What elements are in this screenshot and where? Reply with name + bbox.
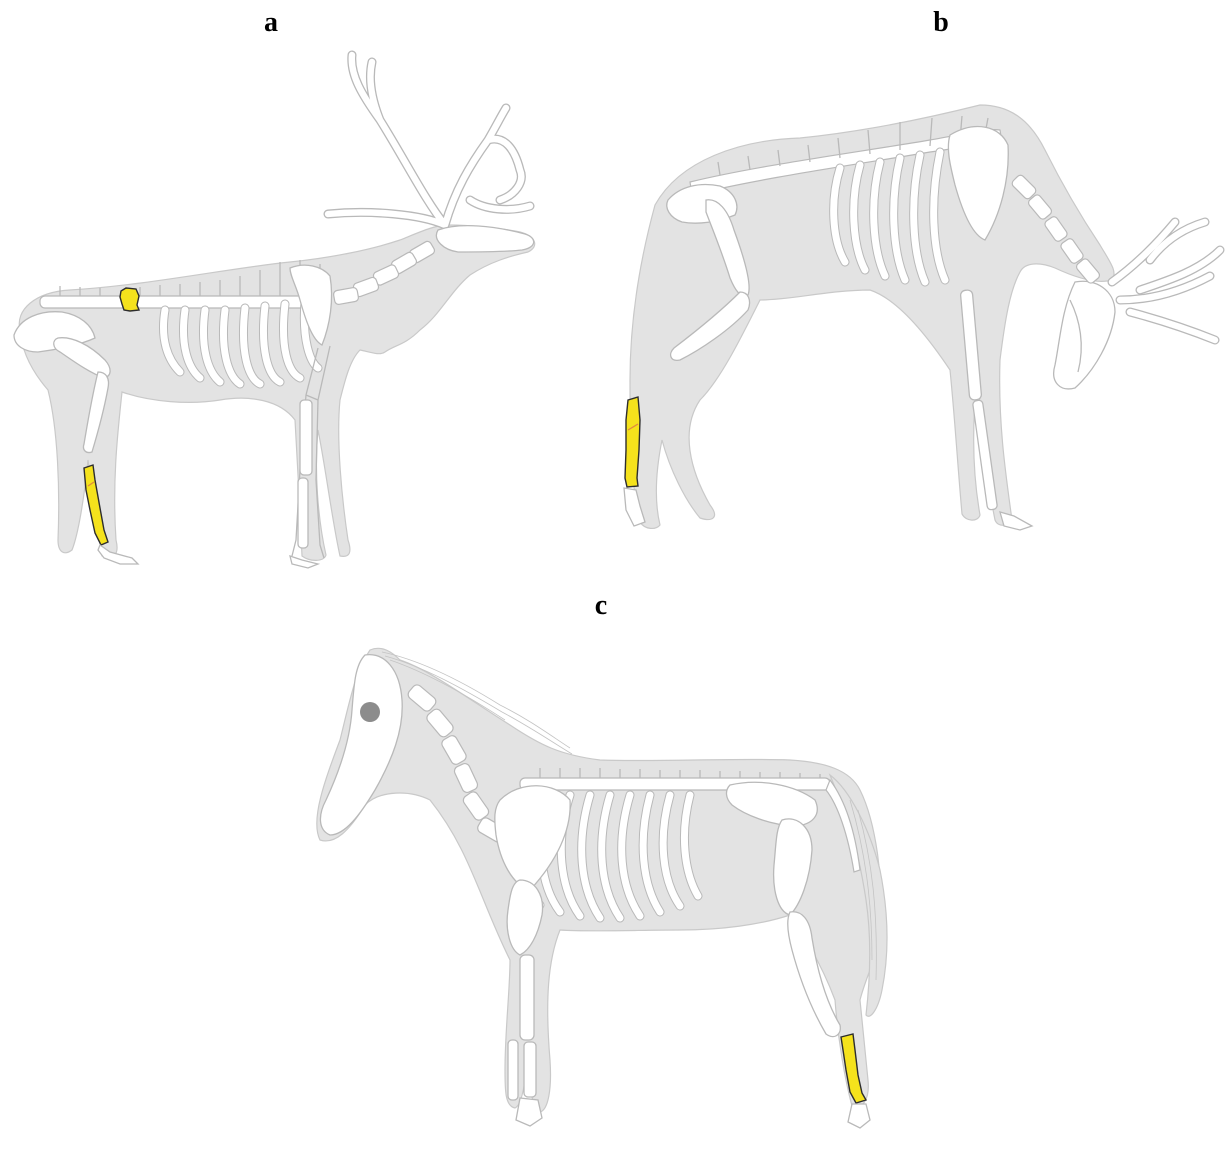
horse-fore-cannon (524, 1042, 536, 1097)
reindeer-fore-cannon (298, 478, 308, 548)
panel-label-a: a (264, 7, 278, 38)
reindeer-skull (436, 226, 533, 252)
moose-skeleton (624, 105, 1220, 530)
horse-hind-hoof (848, 1104, 870, 1128)
horse-skeleton (317, 648, 887, 1128)
moose-body-silhouette (630, 105, 1114, 528)
panel-label-b: b (933, 7, 949, 38)
panel-label-c: c (595, 590, 607, 621)
reindeer-hind-hoof (98, 545, 138, 564)
reindeer-fore-radius (300, 400, 312, 475)
horse-fore-leg-far (508, 1040, 518, 1100)
reindeer-highlighted-vertebra (120, 288, 139, 311)
horse-fore-hoof (516, 1098, 542, 1126)
moose-highlighted-metatarsal (625, 397, 640, 487)
horse-skull (320, 655, 402, 835)
reindeer-skeleton (14, 55, 535, 568)
horse-eye-orbit (360, 702, 380, 722)
moose-skull (1054, 281, 1115, 389)
moose-fore-hoof (1000, 512, 1032, 530)
reindeer-antlers (328, 55, 530, 225)
moose-antlers (1112, 222, 1220, 340)
horse-fore-radius (520, 955, 534, 1040)
